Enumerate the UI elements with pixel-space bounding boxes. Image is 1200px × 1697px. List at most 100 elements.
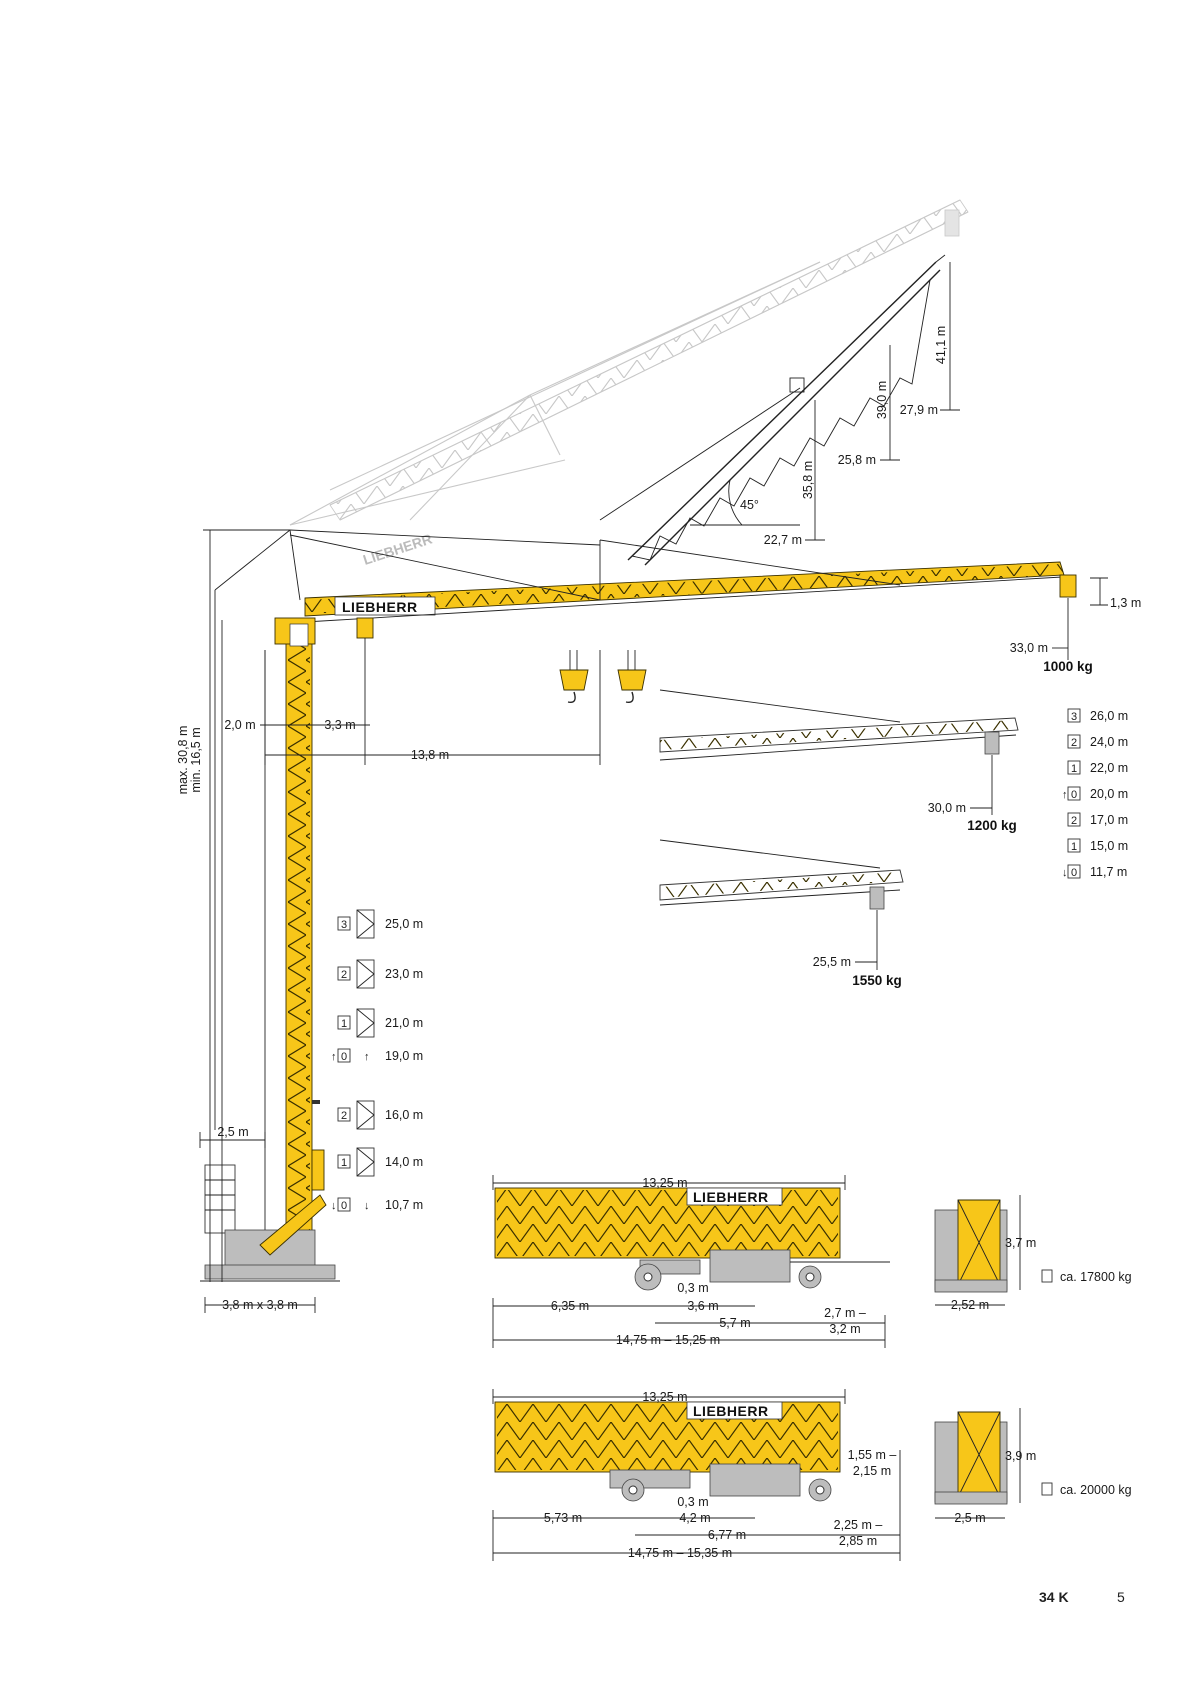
svg-text:1: 1 (341, 1018, 347, 1030)
transport-2-height: 3,9 m (1005, 1449, 1036, 1463)
svg-text:26,0 m: 26,0 m (1090, 709, 1128, 723)
weight-icon (1041, 1269, 1053, 1283)
dim-39-0: 39,0 m (875, 381, 889, 419)
svg-text:17,0 m: 17,0 m (1090, 813, 1128, 827)
base-width-label: 2,5 m (217, 1125, 248, 1139)
base-dims: 2,5 m 3,8 m x 3,8 m (199, 1125, 316, 1313)
hook-height-row: ↑ 0 20,0 m (1062, 786, 1128, 801)
luffing-angle: 45° (740, 498, 759, 512)
hook-height-row: 2 24,0 m (1067, 734, 1128, 749)
transport-2-d6-77: 6,77 m (708, 1528, 746, 1542)
jib-load-3: 1550 kg (852, 973, 902, 988)
svg-text:1: 1 (1071, 763, 1077, 775)
transport-2-d5-73: 5,73 m (544, 1511, 582, 1525)
base-footprint-label: 3,8 m x 3,8 m (222, 1298, 298, 1312)
ghost-jib-raised: LIEBHERR (289, 199, 969, 568)
transport-1-gap: 0,3 m (677, 1281, 708, 1295)
hook-height-row: 1 15,0 m (1067, 838, 1128, 853)
svg-text:0: 0 (341, 1200, 347, 1212)
height-min-label: min. 16,5 m (189, 727, 203, 792)
tower-height-row: ↓ 0 ↓ 10,7 m (331, 1197, 423, 1212)
arrow-down-icon: ↓ (331, 1200, 337, 1212)
transport-1-width: 2,52 m (951, 1298, 989, 1312)
transport-2-length: 13,25 m (642, 1390, 687, 1404)
svg-text:14,0 m: 14,0 m (385, 1155, 423, 1169)
dim-41-1: 41,1 m (934, 326, 948, 364)
svg-text:0: 0 (1071, 867, 1077, 879)
transport-1-d2-7: 2,7 m – (824, 1306, 866, 1320)
footer-model: 34 K (1039, 1589, 1069, 1605)
transport-2-d1-55: 1,55 m – (848, 1448, 897, 1462)
svg-text:23,0 m: 23,0 m (385, 967, 423, 981)
hook-height-row: 2 17,0 m (1067, 812, 1128, 827)
svg-text:1: 1 (341, 1157, 347, 1169)
svg-text:16,0 m: 16,0 m (385, 1108, 423, 1122)
crane-base (200, 1164, 340, 1282)
transport-1-brand-logo: LIEBHERR (693, 1189, 769, 1205)
transport-2-total: 14,75 m – 15,35 m (628, 1546, 732, 1560)
tower-heights-list: 3 25,0 m 2 23,0 m 1 21,0 m ↑ 0 ↑ 19,0 m (331, 909, 423, 1212)
transport-2-d2-15: 2,15 m (853, 1464, 891, 1478)
jib-radius-2: 30,0 m (928, 801, 966, 815)
transport-1-height: 3,7 m (1005, 1236, 1036, 1250)
dim-22-7: 22,7 m (764, 533, 802, 547)
hook-heights-list: 3 26,0 m 2 24,0 m 1 22,0 m ↑ 0 20,0 m 2 … (1062, 708, 1128, 879)
dim-luffing-heights: 41,1 m 27,9 m 39,0 m 25,8 m 35,8 m 22,7 … (690, 262, 960, 547)
dim-25-8: 25,8 m (838, 453, 876, 467)
jib-load-2: 1200 kg (967, 818, 1017, 833)
jib-load-1: 1000 kg (1043, 659, 1093, 674)
trolley-hooks (559, 650, 647, 703)
tower-height-row: 1 14,0 m (337, 1147, 423, 1177)
transport-2-width: 2,5 m (954, 1511, 985, 1525)
svg-text:2: 2 (1071, 737, 1077, 749)
main-jib: LIEBHERR (214, 529, 1077, 650)
dim-35-8: 35,8 m (801, 461, 815, 499)
arrow-up-icon: ↑ (1062, 789, 1068, 801)
svg-text:15,0 m: 15,0 m (1090, 839, 1128, 853)
hook-height-row: 1 22,0 m (1067, 760, 1128, 775)
svg-text:11,7 m: 11,7 m (1090, 865, 1127, 879)
arrow-down-icon: ↓ (1062, 867, 1068, 879)
luffed-jib-45 (599, 254, 946, 566)
transport-view-2: LIEBHERR (494, 1401, 841, 1502)
transport-1-d3-6: 3,6 m (687, 1299, 718, 1313)
svg-text:21,0 m: 21,0 m (385, 1016, 423, 1030)
svg-text:25,0 m: 25,0 m (385, 917, 423, 931)
transport-1-d5-7: 5,7 m (719, 1316, 750, 1330)
arrow-up-icon: ↑ (331, 1051, 337, 1063)
svg-text:3: 3 (1071, 711, 1077, 723)
transport-2-dims: 13,25 m 1,55 m – 2,15 m 0,3 m 5,73 m 4,2… (492, 1389, 901, 1561)
transport-2-gap: 0,3 m (677, 1495, 708, 1509)
dim-13-8: 13,8 m (411, 748, 449, 762)
tower-height-row: 1 21,0 m (337, 1008, 423, 1038)
transport-1-total: 14,75 m – 15,25 m (616, 1333, 720, 1347)
arrow-up-icon: ↑ (364, 1051, 370, 1063)
jib-radius-1: 33,0 m (1010, 641, 1048, 655)
transport-2-d2-25: 2,25 m – (834, 1518, 883, 1532)
height-max-label: max. 30,8 m (176, 726, 190, 795)
jib-radius-3: 25,5 m (813, 955, 851, 969)
transport-1-weight: ca. 17800 kg (1060, 1270, 1132, 1284)
transport-1-d3-2: 3,2 m (829, 1322, 860, 1336)
transport-2-brand-logo: LIEBHERR (693, 1403, 769, 1419)
transport-2-weight: ca. 20000 kg (1060, 1483, 1132, 1497)
tower-height-row: 3 25,0 m (337, 909, 423, 939)
svg-text:10,7 m: 10,7 m (385, 1198, 423, 1212)
svg-text:19,0 m: 19,0 m (385, 1049, 423, 1063)
arrow-down-icon: ↓ (364, 1200, 370, 1212)
footer-page-number: 5 (1117, 1589, 1125, 1605)
jib-30m (659, 689, 1019, 761)
svg-text:20,0 m: 20,0 m (1090, 787, 1128, 801)
transport-2-d4-2: 4,2 m (679, 1511, 710, 1525)
svg-text:0: 0 (341, 1051, 347, 1063)
svg-text:1: 1 (1071, 841, 1077, 853)
jib-brand-logo: LIEBHERR (342, 599, 418, 615)
crane-tower (214, 590, 325, 1251)
dim-1-3: 1,3 m (1110, 596, 1141, 610)
jib-25-5m (659, 839, 904, 910)
svg-text:0: 0 (1071, 789, 1077, 801)
transport-1-dims: 13,25 m 0,3 m 6,35 m 3,6 m 5,7 m 2,7 m –… (492, 1175, 886, 1348)
transport-1-end-view: 3,7 m 2,52 m ca. 17800 kg (934, 1195, 1132, 1312)
jib-load-1000: 1,3 m 33,0 m 1000 kg (1010, 577, 1141, 674)
